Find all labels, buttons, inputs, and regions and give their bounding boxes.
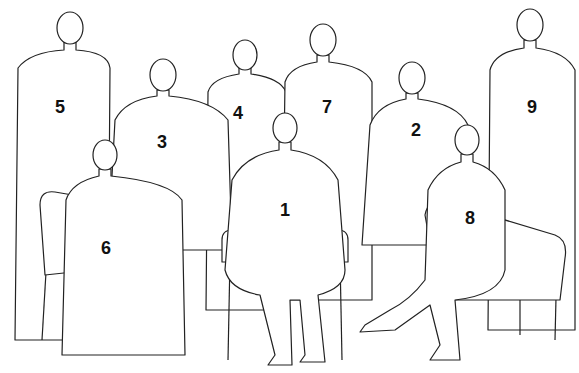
callout-number: 6 — [101, 239, 111, 257]
callout-number: 4 — [233, 104, 243, 122]
person-silhouette — [360, 125, 505, 360]
callout-number: 1 — [280, 201, 290, 219]
callout-number: 5 — [55, 98, 65, 116]
callout-number: 2 — [411, 121, 421, 139]
person-silhouette — [62, 140, 185, 355]
callout-number: 3 — [157, 133, 167, 151]
callout-number: 8 — [465, 209, 475, 227]
person-silhouette — [225, 113, 345, 365]
callout-number: 9 — [527, 98, 537, 116]
callout-number: 7 — [322, 98, 332, 116]
